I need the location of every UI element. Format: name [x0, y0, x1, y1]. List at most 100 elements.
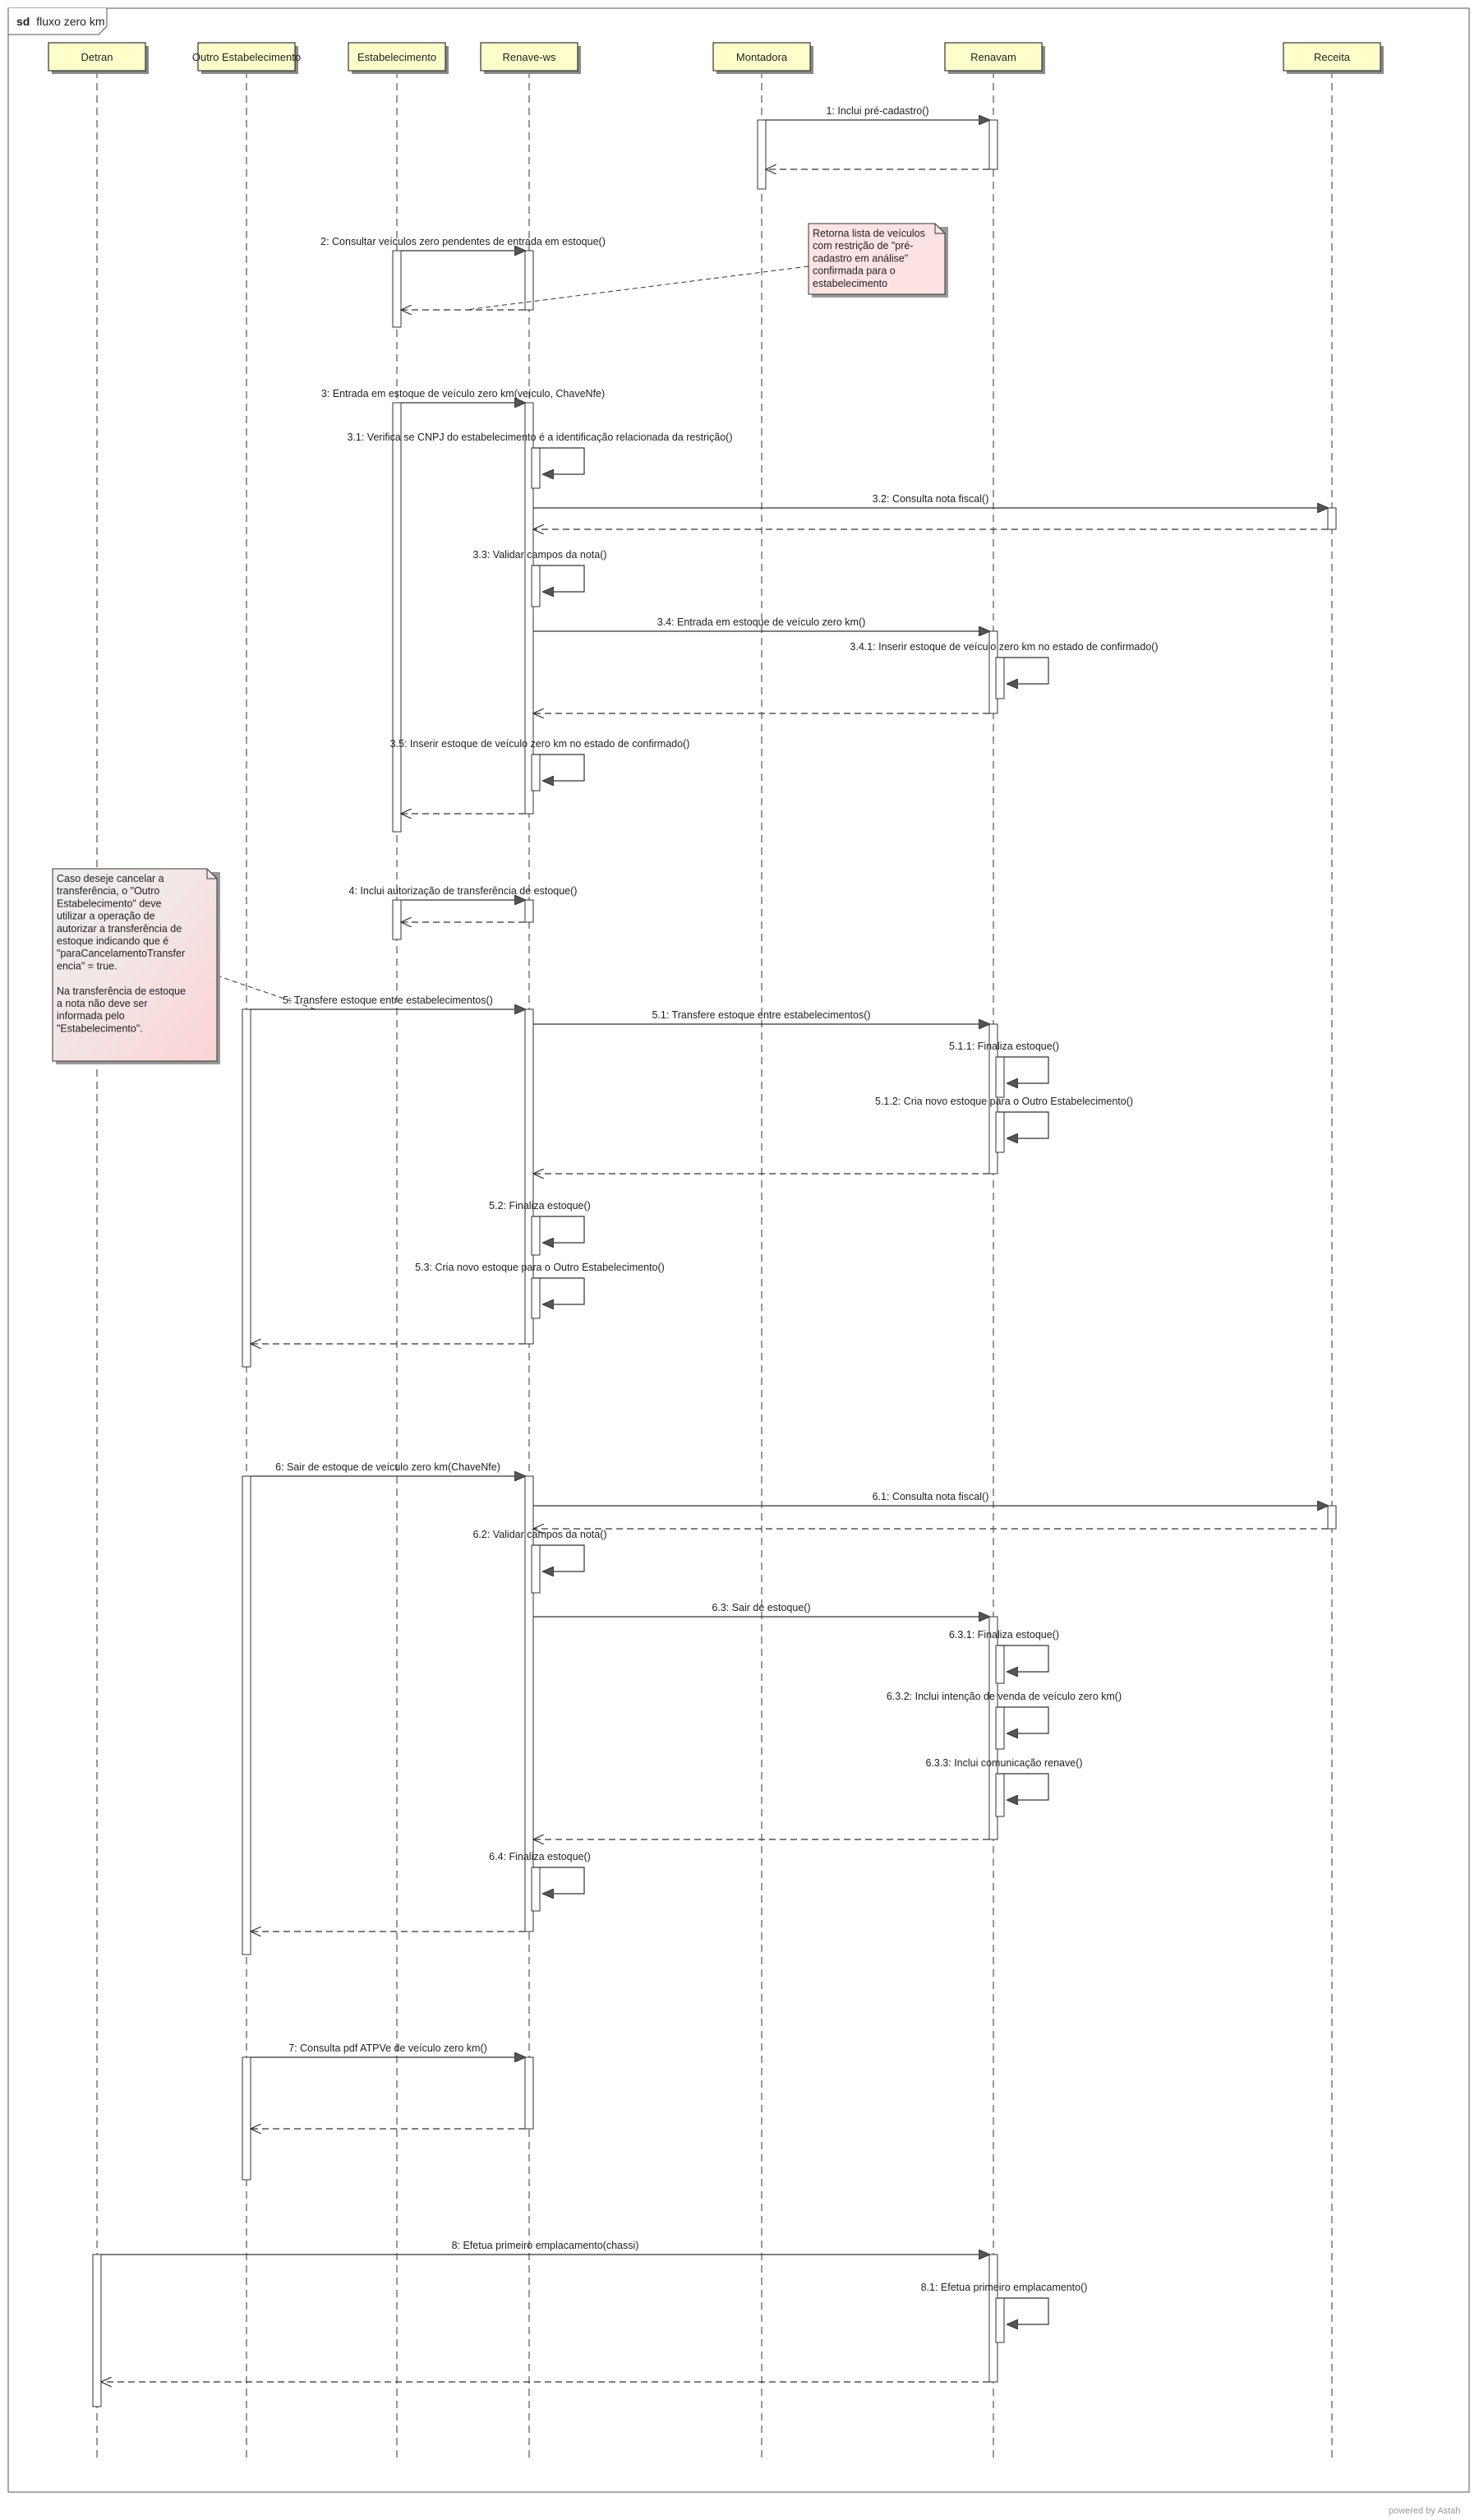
message-label: 3.2: Consulta nota fiscal() — [873, 493, 989, 505]
activation-bar — [995, 1773, 1005, 1817]
message-label: 5.2: Finaliza estoque() — [489, 1200, 591, 1212]
note-fold — [934, 224, 945, 234]
activation-bar — [995, 657, 1005, 699]
frame-border — [7, 7, 1470, 2493]
message-label: 3: Entrada em estoque de veículo zero km… — [321, 388, 605, 399]
call-message: 6.3: Sair de estoque() — [533, 1602, 989, 1617]
message-label: 5.1.1: Finaliza estoque() — [949, 1041, 1059, 1052]
astah-credit: powered by Astah — [1389, 2506, 1460, 2516]
note-connector — [465, 265, 809, 311]
note-body — [808, 223, 946, 295]
lifeline-box — [1283, 42, 1381, 72]
call-message: 1: Inclui pré-cadastro() — [766, 105, 989, 120]
activation-bar — [531, 1867, 541, 1912]
activation-bar — [531, 1277, 541, 1319]
frame-name: fluxo zero km — [36, 15, 104, 28]
activation-bar — [392, 899, 402, 940]
message-label: 5: Transfere estoque entre estabelecimen… — [283, 995, 493, 1006]
lifeline-detran: Detran — [48, 42, 149, 2458]
message-label: 2: Consultar veículos zero pendentes de … — [320, 236, 606, 247]
lifeline-label: Estabelecimento — [357, 51, 436, 63]
activation-bar — [524, 402, 534, 815]
lifeline-renavam: Renavam — [944, 42, 1045, 2458]
frame-keyword: sd — [16, 15, 30, 28]
message-label: 6.3.3: Inclui comunicação renave() — [925, 1757, 1082, 1769]
message-label: 3.3: Validar campos da nota() — [472, 549, 606, 561]
lifeline-box — [48, 42, 146, 72]
activation-bar — [531, 1544, 541, 1594]
lifeline-box — [944, 42, 1043, 72]
self-message: 6.3.2: Inclui intenção de venda de veícu… — [887, 1691, 1122, 1733]
activation-bar — [995, 1645, 1005, 1684]
self-message-arrow — [998, 1773, 1049, 1800]
activation-bar — [995, 1056, 1005, 1098]
lifeline-label: Montadora — [736, 51, 788, 63]
message-label: 6.4: Finaliza estoque() — [489, 1851, 591, 1862]
call-message: 5: Transfere estoque entre estabelecimen… — [251, 995, 525, 1009]
self-message-arrow — [998, 1645, 1049, 1672]
call-message: 5.1: Transfere estoque entre estabelecim… — [533, 1009, 989, 1024]
call-message: 3.4: Entrada em estoque de veículo zero … — [533, 616, 989, 631]
self-message-arrow — [533, 754, 585, 781]
message-label: 6.3.1: Finaliza estoque() — [949, 1629, 1059, 1641]
call-message: 8: Efetua primeiro emplacamento(chassi) — [101, 2240, 989, 2255]
activation-bar — [1327, 1505, 1337, 1530]
activation-bar — [531, 754, 541, 792]
lifeline-receita: Receita — [1283, 42, 1384, 2458]
message-label: 3.5: Inserir estoque de veículo zero km … — [390, 738, 690, 750]
call-message: 2: Consultar veículos zero pendentes de … — [320, 236, 606, 251]
message-label: 5.1.2: Cria novo estoque para o Outro Es… — [875, 1096, 1133, 1107]
lifeline-label: Detran — [81, 51, 113, 63]
activation-bar — [531, 447, 541, 489]
activation-bars — [92, 119, 1337, 2407]
self-message: 3.5: Inserir estoque de veículo zero km … — [390, 738, 690, 781]
frame-title: sd fluxo zero km — [16, 15, 104, 28]
lifeline-box — [348, 42, 446, 72]
self-message: 5.2: Finaliza estoque() — [489, 1200, 591, 1243]
lifeline-box — [712, 42, 811, 72]
self-message-arrow — [533, 1216, 585, 1243]
message-label: 1: Inclui pré-cadastro() — [826, 105, 928, 117]
call-message: 4: Inclui autorização de transferência d… — [349, 885, 577, 900]
activation-bar — [531, 565, 541, 607]
call-message: 3.2: Consulta nota fiscal() — [533, 493, 1328, 508]
activation-bar — [392, 250, 402, 328]
self-message-arrow — [533, 1544, 585, 1572]
activation-bar — [242, 1475, 251, 1955]
activation-bar — [1327, 507, 1337, 530]
self-message-arrow — [533, 565, 585, 592]
activation-bar — [524, 2056, 534, 2130]
self-message: 5.3: Cria novo estoque para o Outro Esta… — [415, 1262, 665, 1304]
self-message: 3.1: Verifica se CNPJ do estabelecimento… — [347, 432, 733, 474]
frame-tab — [7, 8, 108, 35]
message-label: 3.1: Verifica se CNPJ do estabelecimento… — [347, 432, 732, 443]
self-message-arrow — [998, 1111, 1049, 1138]
message-label: 8.1: Efetua primeiro emplacamento() — [921, 2282, 1088, 2293]
message-label: 5.3: Cria novo estoque para o Outro Esta… — [415, 1262, 665, 1273]
activation-bar — [995, 2297, 1005, 2343]
call-message: 3: Entrada em estoque de veículo zero km… — [321, 388, 605, 403]
activation-bar — [988, 119, 998, 170]
activation-bar — [392, 402, 402, 833]
note-body — [52, 868, 218, 1062]
self-message: 6.3.3: Inclui comunicação renave() — [925, 1757, 1083, 1800]
self-message-arrow — [998, 657, 1049, 684]
activation-bar — [757, 119, 767, 190]
note-connector — [216, 975, 316, 1010]
lifeline-label: Receita — [1314, 51, 1351, 63]
message-label: 7: Consulta pdf ATPVe de veículo zero km… — [288, 2042, 487, 2054]
activation-bar — [524, 1475, 534, 1932]
activation-bar — [242, 1008, 251, 1368]
self-message-arrow — [533, 1867, 585, 1894]
self-message: 3.3: Validar campos da nota() — [472, 549, 607, 592]
message-label: 6.1: Consulta nota fiscal() — [873, 1491, 989, 1502]
activation-bar — [988, 1023, 998, 1175]
activation-bar — [995, 1111, 1005, 1153]
self-message: 8.1: Efetua primeiro emplacamento() — [921, 2282, 1088, 2324]
self-message-arrow — [533, 447, 585, 474]
